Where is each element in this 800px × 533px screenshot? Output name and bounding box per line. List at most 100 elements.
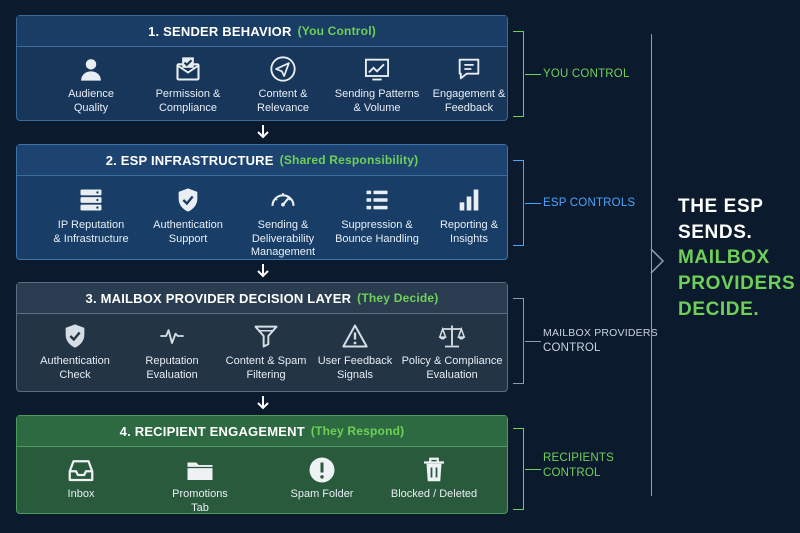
inbox-tray-icon — [31, 455, 131, 485]
line-chart-icon — [327, 55, 427, 85]
section-title: 2. ESP INFRASTRUCTURE — [105, 152, 274, 168]
item-label: Authentication — [153, 219, 223, 231]
item-inbox: Inbox — [31, 447, 131, 502]
item-label: Inbox — [67, 488, 95, 500]
item-engagement-feedback: Engagement &Feedback — [419, 47, 519, 115]
item-label: Support — [168, 232, 208, 245]
down-arrow-icon — [257, 264, 269, 278]
item-label: Authentication — [40, 355, 110, 367]
gauge-icon — [233, 186, 333, 216]
section-subtitle: (They Respond) — [310, 424, 405, 438]
item-reporting-insights: Reporting &Insights — [419, 176, 519, 246]
shield-check-icon — [138, 186, 238, 216]
item-label: Insights — [450, 232, 488, 245]
mailbox-providers-bracket — [513, 298, 541, 384]
panel-header: 4. RECIPIENT ENGAGEMENT (They Respond) — [17, 416, 507, 447]
side-label-esp-controls: ESP CONTROLS — [543, 197, 636, 209]
item-sending-patterns: Sending Patterns& Volume — [327, 47, 427, 115]
item-label: Quality — [73, 101, 109, 114]
recipient-engagement-panel: 4. RECIPIENT ENGAGEMENT (They Respond) I… — [16, 415, 508, 514]
item-label: Sending Patterns — [334, 88, 420, 100]
item-permission-compliance: Permission &Compliance — [138, 47, 238, 115]
down-arrow-icon — [257, 396, 269, 410]
section-subtitle: (They Decide) — [357, 291, 439, 305]
item-label: Suppression & — [341, 219, 413, 231]
item-label: & Volume — [353, 101, 401, 114]
item-label: Feedback — [444, 101, 494, 114]
item-ip-reputation: IP Reputation& Infrastructure — [41, 176, 141, 246]
item-label: Bounce Handling — [335, 232, 419, 245]
item-label: Deliverability — [251, 232, 315, 245]
item-label: Sending & — [257, 219, 309, 231]
sender-behavior-panel: 1. SENDER BEHAVIOR (You Control) Audienc… — [16, 15, 508, 121]
item-label: Evaluation — [426, 368, 478, 381]
item-label: Spam Folder — [290, 488, 354, 500]
item-label: User Feedback — [317, 355, 393, 367]
person-icon — [41, 55, 141, 85]
chat-bubble-icon — [419, 55, 519, 85]
shield-check-icon — [25, 322, 125, 352]
item-label: Content & Spam — [225, 355, 307, 367]
esp-controls-bracket — [513, 160, 541, 246]
item-label: Reputation — [145, 355, 199, 367]
item-label: Compliance — [158, 101, 218, 114]
you-control-bracket — [513, 31, 541, 117]
section-subtitle: (You Control) — [297, 24, 376, 38]
item-label: Evaluation — [146, 368, 198, 381]
envelope-check-icon — [138, 55, 238, 85]
folder-icon — [150, 455, 250, 485]
alert-circle-icon — [272, 455, 372, 485]
funnel-icon — [216, 322, 316, 352]
item-spam-folder: Spam Folder — [272, 447, 372, 502]
item-label: Policy & Compliance — [401, 355, 503, 367]
item-suppression-bounce: Suppression &Bounce Handling — [327, 176, 427, 246]
item-label: IP Reputation — [57, 219, 125, 231]
item-label: Relevance — [257, 101, 309, 114]
item-label: Audience — [68, 88, 114, 100]
item-label: & Infrastructure — [53, 232, 129, 245]
divider-line — [651, 34, 652, 496]
item-label: Promotions — [172, 488, 228, 500]
item-label: Content & — [258, 88, 308, 100]
item-label: Reporting & — [439, 219, 499, 231]
item-blocked-deleted: Blocked / Deleted — [379, 447, 489, 502]
bar-chart-icon — [419, 186, 519, 216]
trash-icon — [379, 455, 489, 485]
warning-icon — [305, 322, 405, 352]
side-label-you-control: YOU CONTROL — [543, 68, 630, 80]
item-label: Engagement & — [432, 88, 506, 100]
section-title: 4. RECIPIENT ENGAGEMENT — [119, 423, 305, 439]
item-label: Tab — [191, 501, 209, 514]
paper-plane-icon — [233, 55, 333, 85]
down-arrow-icon — [257, 125, 269, 139]
item-label: Management — [250, 246, 316, 258]
pulse-icon — [122, 322, 222, 352]
item-label: Permission & — [155, 88, 221, 100]
recipients-bracket — [513, 428, 541, 510]
section-title: 1. SENDER BEHAVIOR — [148, 23, 292, 39]
section-subtitle: (Shared Responsibility) — [279, 153, 419, 167]
section-title: 3. MAILBOX PROVIDER DECISION LAYER — [85, 290, 352, 306]
item-label: Filtering — [246, 368, 286, 381]
item-label: Check — [59, 368, 91, 381]
panel-header: 1. SENDER BEHAVIOR (You Control) — [17, 16, 507, 47]
list-icon — [327, 186, 427, 216]
item-label: Signals — [336, 368, 374, 381]
item-content-relevance: Content &Relevance — [233, 47, 333, 115]
scales-icon — [397, 322, 507, 352]
mailbox-provider-panel: 3. MAILBOX PROVIDER DECISION LAYER (They… — [16, 282, 508, 392]
esp-infrastructure-panel: 2. ESP INFRASTRUCTURE (Shared Responsibi… — [16, 144, 508, 260]
